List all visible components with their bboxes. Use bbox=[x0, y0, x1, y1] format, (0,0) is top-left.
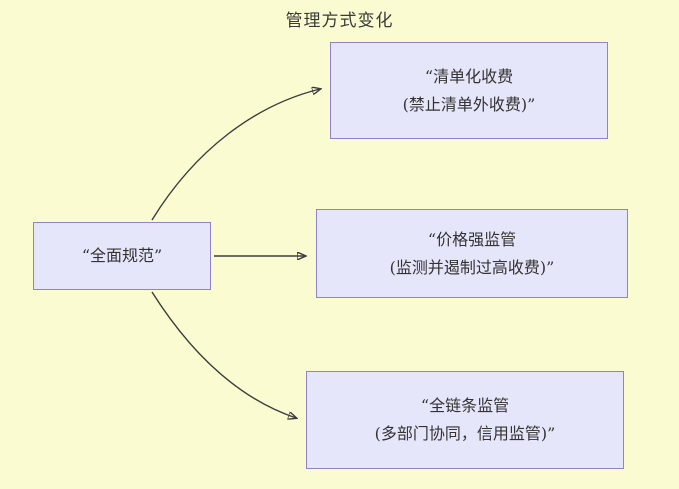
target-node-line1: “价格强监管 bbox=[427, 229, 517, 249]
target-node-line1: “全链条监管 bbox=[420, 396, 510, 415]
target-node-price-supervision: “价格强监管 (监测并遏制过高收费)” bbox=[316, 209, 628, 298]
target-node-list-charging: “清单化收费 (禁止清单外收费)” bbox=[330, 42, 608, 139]
target-node-line2: (多部门协同，信用监管)” bbox=[374, 424, 556, 443]
target-node-line1: “清单化收费 bbox=[424, 66, 514, 86]
target-node-line2: (禁止清单外收费)” bbox=[402, 94, 536, 114]
diagram-title: 管理方式变化 bbox=[285, 11, 394, 31]
arrow-to-target-2 bbox=[151, 291, 296, 418]
target-node-line2: (监测并遏制过高收费)” bbox=[389, 257, 555, 277]
arrow-to-target-0 bbox=[151, 89, 320, 221]
source-node: “全面规范” bbox=[33, 222, 211, 290]
target-node-full-chain-supervision: “全链条监管 (多部门协同，信用监管)” bbox=[306, 371, 624, 469]
source-node-label: “全面规范” bbox=[81, 246, 163, 265]
